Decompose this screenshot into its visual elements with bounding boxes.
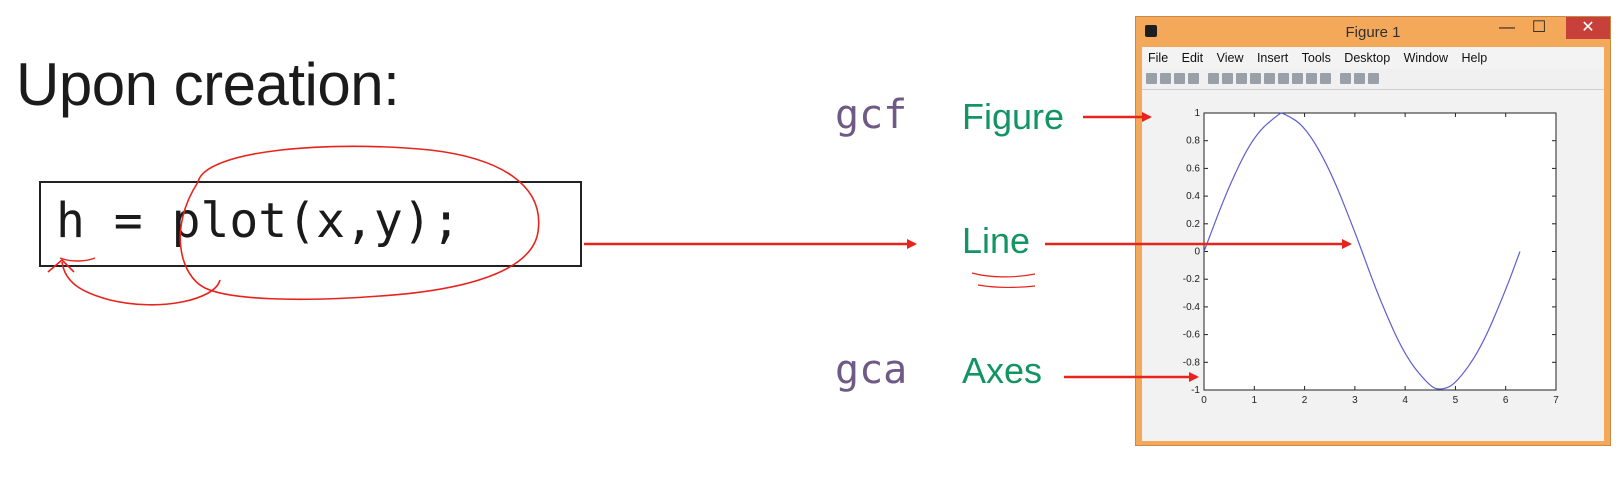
close-button[interactable]: ✕: [1566, 17, 1610, 39]
legend-icon[interactable]: [1340, 73, 1351, 84]
menu-insert[interactable]: Insert: [1256, 51, 1289, 65]
matlab-figure-icon: [1145, 25, 1157, 37]
menu-file[interactable]: File: [1148, 51, 1169, 65]
menu-window[interactable]: Window: [1403, 51, 1449, 65]
pan-icon[interactable]: [1250, 73, 1261, 84]
data-cursor-icon[interactable]: [1278, 73, 1289, 84]
figure-label: Figure: [962, 96, 1065, 137]
line-label: Line: [962, 220, 1031, 261]
hide-plot-tools-icon[interactable]: [1354, 73, 1365, 84]
menu-tools[interactable]: Tools: [1301, 51, 1331, 65]
hand-return-arrow: [61, 261, 221, 306]
axes-plot[interactable]: 0 1 2 3 4 5 6 7 -1 -0.8 -0.6 -0.4 -0.2 0 0.2 0.4 0.6 0.8 1: [1142, 90, 1604, 441]
figure-canvas: 0 1 2 3 4 5 6 7 -1 -0.8 -0.6 -0.4 -0.2 0 0.2 0.4 0.6 0.8 1: [1142, 90, 1604, 441]
code-line: h = plot(x,y);: [56, 193, 461, 249]
rotate-icon[interactable]: [1264, 73, 1275, 84]
y-tick-label: -0.2: [1183, 274, 1201, 285]
x-tick-label: 5: [1453, 395, 1459, 406]
open-file-icon[interactable]: [1160, 73, 1171, 84]
figure-titlebar[interactable]: Figure 1 — ☐ ✕: [1136, 17, 1610, 47]
y-tick-label: -0.4: [1183, 302, 1201, 313]
y-tick-label: 0: [1194, 247, 1200, 258]
y-tick-label: 0.4: [1186, 191, 1200, 202]
menu-help[interactable]: Help: [1461, 51, 1488, 65]
hand-arrowhead: [47, 258, 75, 273]
code-box: [39, 181, 582, 267]
zoom-out-icon[interactable]: [1236, 73, 1247, 84]
x-tick-label: 1: [1252, 395, 1258, 406]
x-tick-label: 3: [1352, 395, 1358, 406]
figure-title: Figure 1: [1345, 24, 1401, 41]
x-tick-label: 7: [1553, 395, 1559, 406]
sine-line: [1203, 112, 1521, 390]
menu-view[interactable]: View: [1216, 51, 1244, 65]
save-icon[interactable]: [1174, 73, 1185, 84]
new-file-icon[interactable]: [1146, 73, 1157, 84]
x-tick-label: 2: [1302, 395, 1308, 406]
x-tick-label: 4: [1402, 395, 1408, 406]
colorbar-icon[interactable]: [1320, 73, 1331, 84]
show-plot-tools-icon[interactable]: [1368, 73, 1379, 84]
gca-label: gca: [835, 347, 908, 393]
zoom-in-icon[interactable]: [1222, 73, 1233, 84]
figure-toolbar: [1142, 69, 1604, 90]
y-tick-label: -0.6: [1183, 330, 1201, 341]
hand-circle: [179, 145, 540, 301]
y-tick-label: 0.6: [1186, 163, 1200, 174]
y-tick-label: 1: [1194, 108, 1200, 119]
menu-desktop[interactable]: Desktop: [1344, 51, 1391, 65]
y-tick-label: 0.2: [1186, 219, 1200, 230]
y-tick-label: -1: [1191, 385, 1200, 396]
hand-underline-h: [59, 257, 96, 262]
maximize-button[interactable]: ☐: [1531, 19, 1547, 36]
print-icon[interactable]: [1188, 73, 1199, 84]
y-tick-label: 0.8: [1186, 136, 1200, 147]
slide-heading: Upon creation:: [16, 51, 400, 118]
axes-label: Axes: [962, 350, 1043, 391]
y-tick-label: -0.8: [1183, 357, 1201, 368]
minimize-button[interactable]: —: [1499, 19, 1515, 36]
gcf-label: gcf: [835, 92, 908, 138]
hand-underline-line: [971, 272, 1036, 278]
menu-edit[interactable]: Edit: [1181, 51, 1204, 65]
x-tick-label: 6: [1503, 395, 1509, 406]
link-icon[interactable]: [1306, 73, 1317, 84]
figure-menubar: File Edit View Insert Tools Desktop Wind…: [1142, 47, 1604, 69]
brush-icon[interactable]: [1292, 73, 1303, 84]
pointer-icon[interactable]: [1208, 73, 1219, 84]
x-tick-label: 0: [1201, 395, 1207, 406]
hand-underline-line-2: [977, 284, 1036, 288]
figure-window[interactable]: Figure 1 — ☐ ✕ File Edit View Insert Too…: [1135, 16, 1611, 446]
